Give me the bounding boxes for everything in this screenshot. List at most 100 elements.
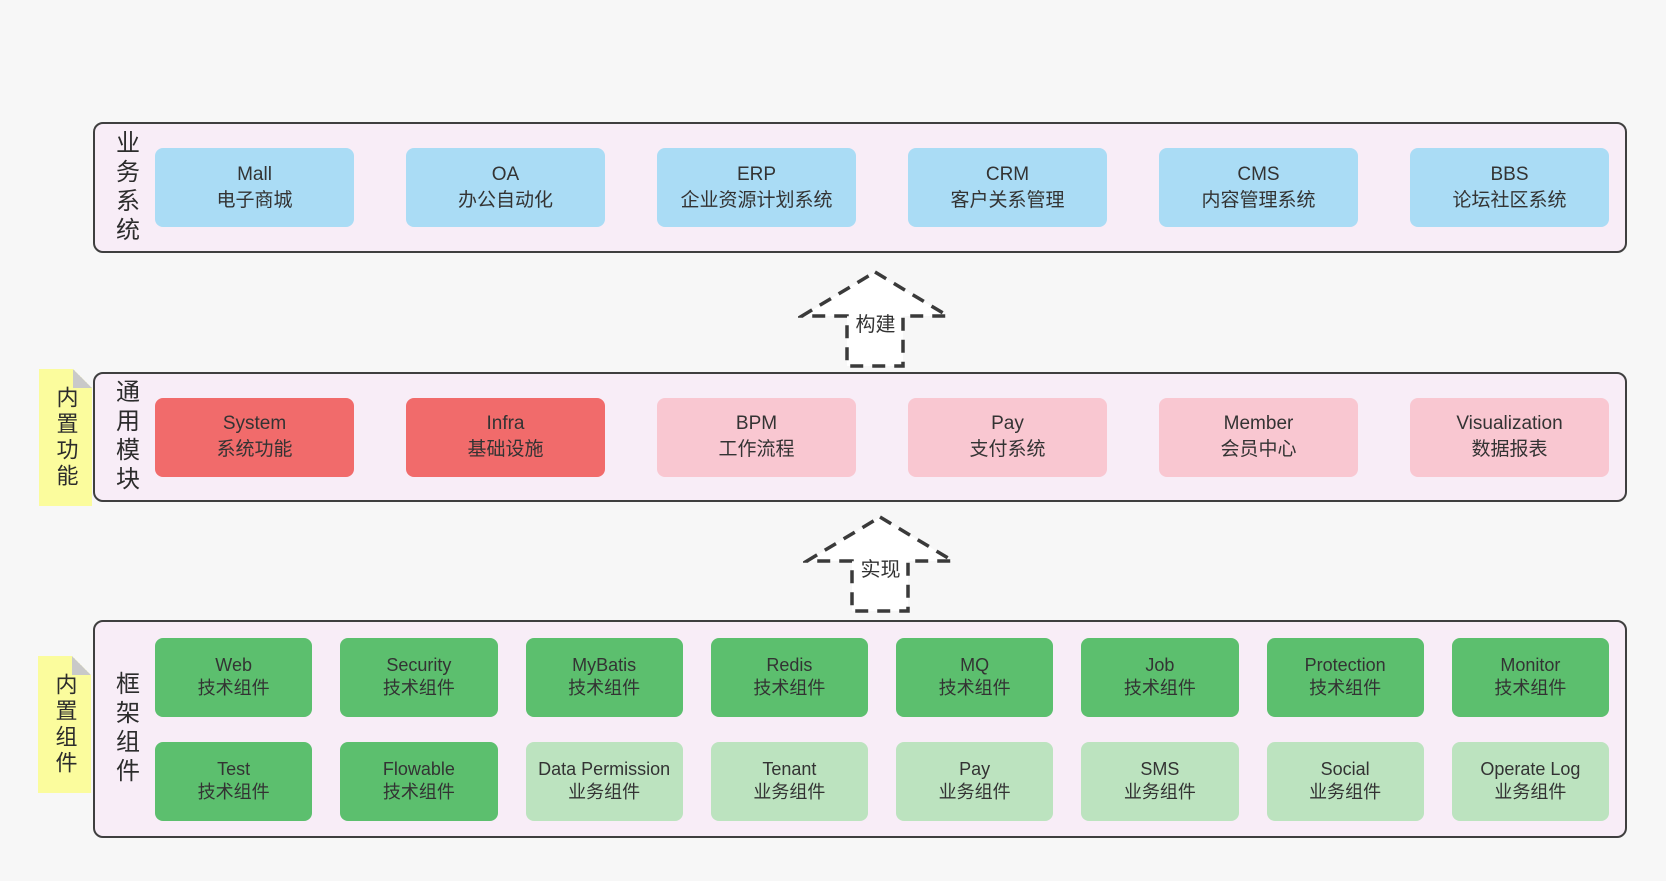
box-bbs: BBS 论坛社区系统 (1410, 148, 1609, 227)
box-title: Operate Log (1480, 758, 1581, 779)
box-protection: Protection 技术组件 (1266, 637, 1424, 717)
box-flowable: Flowable 技术组件 (340, 741, 498, 821)
box-social: Social 业务组件 (1266, 741, 1424, 821)
box-monitor: Monitor 技术组件 (1451, 637, 1609, 717)
box-subtitle: 业务组件 (753, 782, 826, 802)
band-row: Test 技术组件 Flowable 技术组件 Data Permission … (155, 741, 1609, 821)
box-title: Data Permission (538, 758, 671, 779)
box-subtitle: 技术组件 (1494, 678, 1567, 698)
box-subtitle: 技术组件 (568, 678, 641, 698)
box-title: Social (1320, 758, 1370, 779)
box-subtitle: 业务组件 (1494, 782, 1567, 802)
box-title: BPM (735, 413, 778, 435)
arrow-build-label: 构建 (852, 314, 899, 336)
box-redis: Redis 技术组件 (710, 637, 868, 717)
box-subtitle: 技术组件 (382, 782, 455, 802)
box-test: Test 技术组件 (155, 741, 313, 821)
box-mq: MQ 技术组件 (896, 637, 1054, 717)
box-title: Security (386, 654, 452, 675)
box-title: Redis (766, 654, 813, 675)
note-fold-corner-icon (72, 656, 91, 675)
box-subtitle: 业务组件 (938, 782, 1011, 802)
box-title: BBS (1490, 163, 1529, 185)
box-subtitle: 数据报表 (1471, 439, 1548, 460)
box-title: Web (215, 654, 252, 675)
box-bpm: BPM 工作流程 (657, 397, 856, 477)
box-job: Job 技术组件 (1081, 637, 1239, 717)
box-oa: OA 办公自动化 (406, 148, 605, 227)
box-system: System 系统功能 (155, 397, 354, 477)
box-subtitle: 技术组件 (197, 782, 270, 802)
box-title: Job (1145, 654, 1175, 675)
box-subtitle: 办公自动化 (457, 189, 553, 211)
box-subtitle: 业务组件 (1123, 782, 1196, 802)
box-subtitle: 技术组件 (197, 678, 270, 698)
note-built-in-components-label: 内置组件 (52, 672, 78, 777)
box-title: SMS (1140, 758, 1180, 779)
box-subtitle: 电子商城 (216, 189, 293, 211)
box-subtitle: 支付系统 (969, 439, 1046, 460)
band-row: Mall 电子商城 OA 办公自动化 ERP 企业资源计划系统 CRM 客户关系… (155, 148, 1609, 227)
note-built-in-features: 内置功能 (39, 369, 92, 506)
box-subtitle: 技术组件 (938, 678, 1011, 698)
box-title: Test (217, 758, 251, 779)
note-built-in-features-label: 内置功能 (53, 385, 79, 490)
arrow-build-label-wrap: 构建 (798, 308, 953, 337)
arrow-implement-label-wrap: 实现 (803, 553, 958, 582)
box-mall: Mall 电子商城 (155, 148, 354, 227)
box-subtitle: 内容管理系统 (1201, 189, 1316, 211)
box-subtitle: 系统功能 (216, 439, 293, 460)
box-title: MyBatis (572, 654, 637, 675)
box-subtitle: 基础设施 (467, 439, 544, 460)
box-pay: Pay 支付系统 (908, 397, 1107, 477)
box-title: Flowable (382, 758, 455, 779)
band-framework-components: 框架组件 Web 技术组件 Security 技术组件 MyBatis 技术组件… (93, 620, 1627, 838)
band-business-systems: 业务系统 Mall 电子商城 OA 办公自动化 ERP 企业资源计划系统 CRM… (93, 122, 1627, 253)
box-title: Visualization (1456, 413, 1563, 435)
box-title: Mall (237, 163, 272, 185)
note-built-in-components: 内置组件 (38, 656, 91, 793)
band-common-modules-side-label: 通用模块 (111, 379, 139, 495)
box-operate-log: Operate Log 业务组件 (1451, 741, 1609, 821)
box-crm: CRM 客户关系管理 (908, 148, 1107, 227)
box-web: Web 技术组件 (155, 637, 313, 717)
box-title: Tenant (762, 758, 817, 779)
box-title: Pay (991, 413, 1024, 435)
box-title: Pay (959, 758, 991, 779)
box-data-permission: Data Permission 业务组件 (525, 741, 683, 821)
band-business-systems-side-label: 业务系统 (111, 129, 139, 246)
box-subtitle: 业务组件 (1309, 782, 1382, 802)
box-title: CRM (985, 163, 1030, 185)
arrow-build: 构建 (798, 268, 953, 370)
box-tenant: Tenant 业务组件 (710, 741, 868, 821)
box-subtitle: 企业资源计划系统 (680, 189, 833, 211)
box-subtitle: 技术组件 (753, 678, 826, 698)
box-subtitle: 论坛社区系统 (1452, 189, 1567, 211)
box-subtitle: 会员中心 (1220, 439, 1297, 460)
box-title: Infra (486, 413, 525, 435)
box-subtitle: 客户关系管理 (950, 189, 1065, 211)
box-title: Monitor (1500, 654, 1561, 675)
box-title: ERP (736, 163, 777, 185)
band-business-systems-content: Mall 电子商城 OA 办公自动化 ERP 企业资源计划系统 CRM 客户关系… (149, 124, 1625, 251)
band-framework-components-side-label: 框架组件 (111, 671, 139, 787)
box-cms: CMS 内容管理系统 (1159, 148, 1358, 227)
box-subtitle: 技术组件 (1309, 678, 1382, 698)
band-framework-components-content: Web 技术组件 Security 技术组件 MyBatis 技术组件 Redi… (149, 622, 1625, 836)
box-title: OA (491, 163, 520, 185)
box-title: MQ (960, 654, 990, 675)
arrow-implement-label: 实现 (857, 559, 904, 581)
band-common-modules: 通用模块 System 系统功能 Infra 基础设施 BPM 工作流程 Pay… (93, 372, 1627, 502)
box-title: CMS (1237, 163, 1280, 185)
box-infra: Infra 基础设施 (406, 397, 605, 477)
box-member: Member 会员中心 (1159, 397, 1358, 477)
box-title: System (222, 413, 287, 435)
note-fold-corner-icon (73, 369, 92, 388)
box-sms: SMS 业务组件 (1081, 741, 1239, 821)
box-subtitle: 工作流程 (718, 439, 795, 460)
box-mybatis: MyBatis 技术组件 (525, 637, 683, 717)
box-subtitle: 业务组件 (568, 782, 641, 802)
box-subtitle: 技术组件 (1123, 678, 1196, 698)
box-subtitle: 技术组件 (382, 678, 455, 698)
box-erp: ERP 企业资源计划系统 (657, 148, 856, 227)
